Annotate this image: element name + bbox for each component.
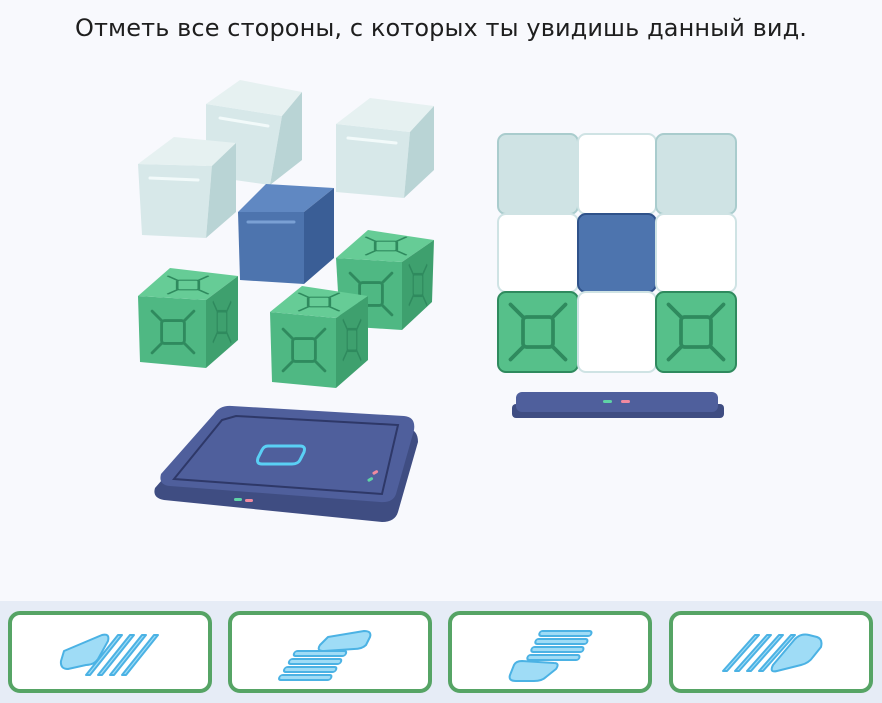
view-from-left-icon xyxy=(59,633,159,676)
ghost-cube xyxy=(138,137,236,238)
blue-cube xyxy=(238,184,334,284)
ghost-cube xyxy=(206,80,302,185)
view-cell-ghost xyxy=(655,133,737,215)
scene-area xyxy=(138,80,737,522)
view-from-back-icon xyxy=(508,630,593,682)
green-cube xyxy=(270,286,368,388)
view-cell-empty xyxy=(497,213,579,293)
view-cell-empty xyxy=(577,291,657,373)
target-view-grid xyxy=(497,133,737,373)
view-cell-blue xyxy=(577,213,657,293)
green-cube xyxy=(138,268,238,368)
view-base xyxy=(512,392,724,418)
option-right[interactable] xyxy=(669,611,873,693)
view-from-right-icon xyxy=(722,633,823,673)
view-cell-empty xyxy=(655,213,737,293)
option-front[interactable] xyxy=(228,611,432,693)
platform-indicator-icon xyxy=(256,444,306,466)
ghost-cube xyxy=(336,98,434,198)
green-cube xyxy=(336,230,434,330)
base-platform xyxy=(154,405,418,522)
view-cell-empty xyxy=(577,133,657,215)
option-back[interactable] xyxy=(448,611,652,693)
option-left[interactable] xyxy=(8,611,212,693)
view-cell-ghost xyxy=(497,133,579,215)
view-from-front-icon xyxy=(278,630,372,681)
task-prompt: Отметь все стороны, с которых ты увидишь… xyxy=(74,14,808,42)
